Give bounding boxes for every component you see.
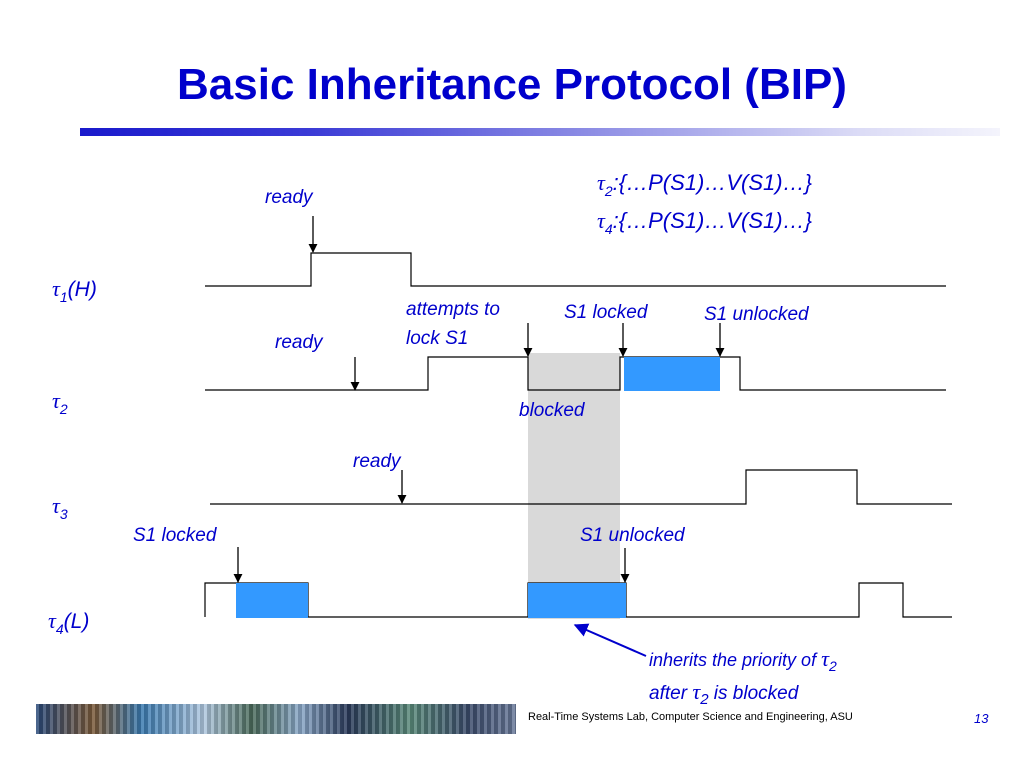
footer-text: Real-Time Systems Lab, Computer Science … — [528, 711, 853, 723]
slide-title: Basic Inheritance Protocol (BIP) — [177, 60, 847, 109]
code-line-tau4: τ4:{…P(S1)…V(S1)…} — [597, 208, 813, 237]
label-blocked: blocked — [519, 400, 586, 421]
blocked-region — [528, 353, 620, 619]
task-label-tau3: τ3 — [52, 493, 68, 522]
timeline-tau2 — [205, 356, 946, 391]
label-ready-tau2: ready — [275, 332, 324, 353]
arrow-inherits — [573, 623, 647, 657]
label-inherits-line2: after τ2 is blocked — [649, 679, 800, 708]
tau4-s1-locked-block-1 — [236, 583, 308, 618]
label-s1-locked-tau2: S1 locked — [564, 302, 649, 323]
label-s1-unlocked-tau4: S1 unlocked — [580, 525, 686, 546]
task-label-tau2: τ2 — [52, 388, 68, 417]
timeline-tau3 — [210, 469, 952, 505]
task-label-tau4: τ4(L) — [48, 608, 89, 637]
label-attempts-line2: lock S1 — [406, 328, 468, 349]
footer-image-strip — [36, 704, 516, 734]
label-attempts-line1: attempts to — [406, 299, 500, 320]
label-s1-locked-tau4: S1 locked — [133, 525, 218, 546]
tau2-s1-locked-block — [624, 357, 720, 391]
title-underline — [80, 128, 1000, 136]
timeline-tau1 — [205, 252, 946, 287]
task-label-tau1: τ1(H) — [52, 276, 97, 305]
label-s1-unlocked-tau2: S1 unlocked — [704, 304, 810, 325]
tau4-s1-locked-block-2 — [528, 583, 626, 618]
page-number: 13 — [974, 711, 989, 726]
label-ready-tau3: ready — [353, 451, 402, 472]
code-line-tau2: τ2:{…P(S1)…V(S1)…} — [597, 170, 813, 199]
label-inherits-line1: inherits the priority of τ2 — [649, 646, 837, 674]
label-ready-tau1: ready — [265, 187, 314, 208]
